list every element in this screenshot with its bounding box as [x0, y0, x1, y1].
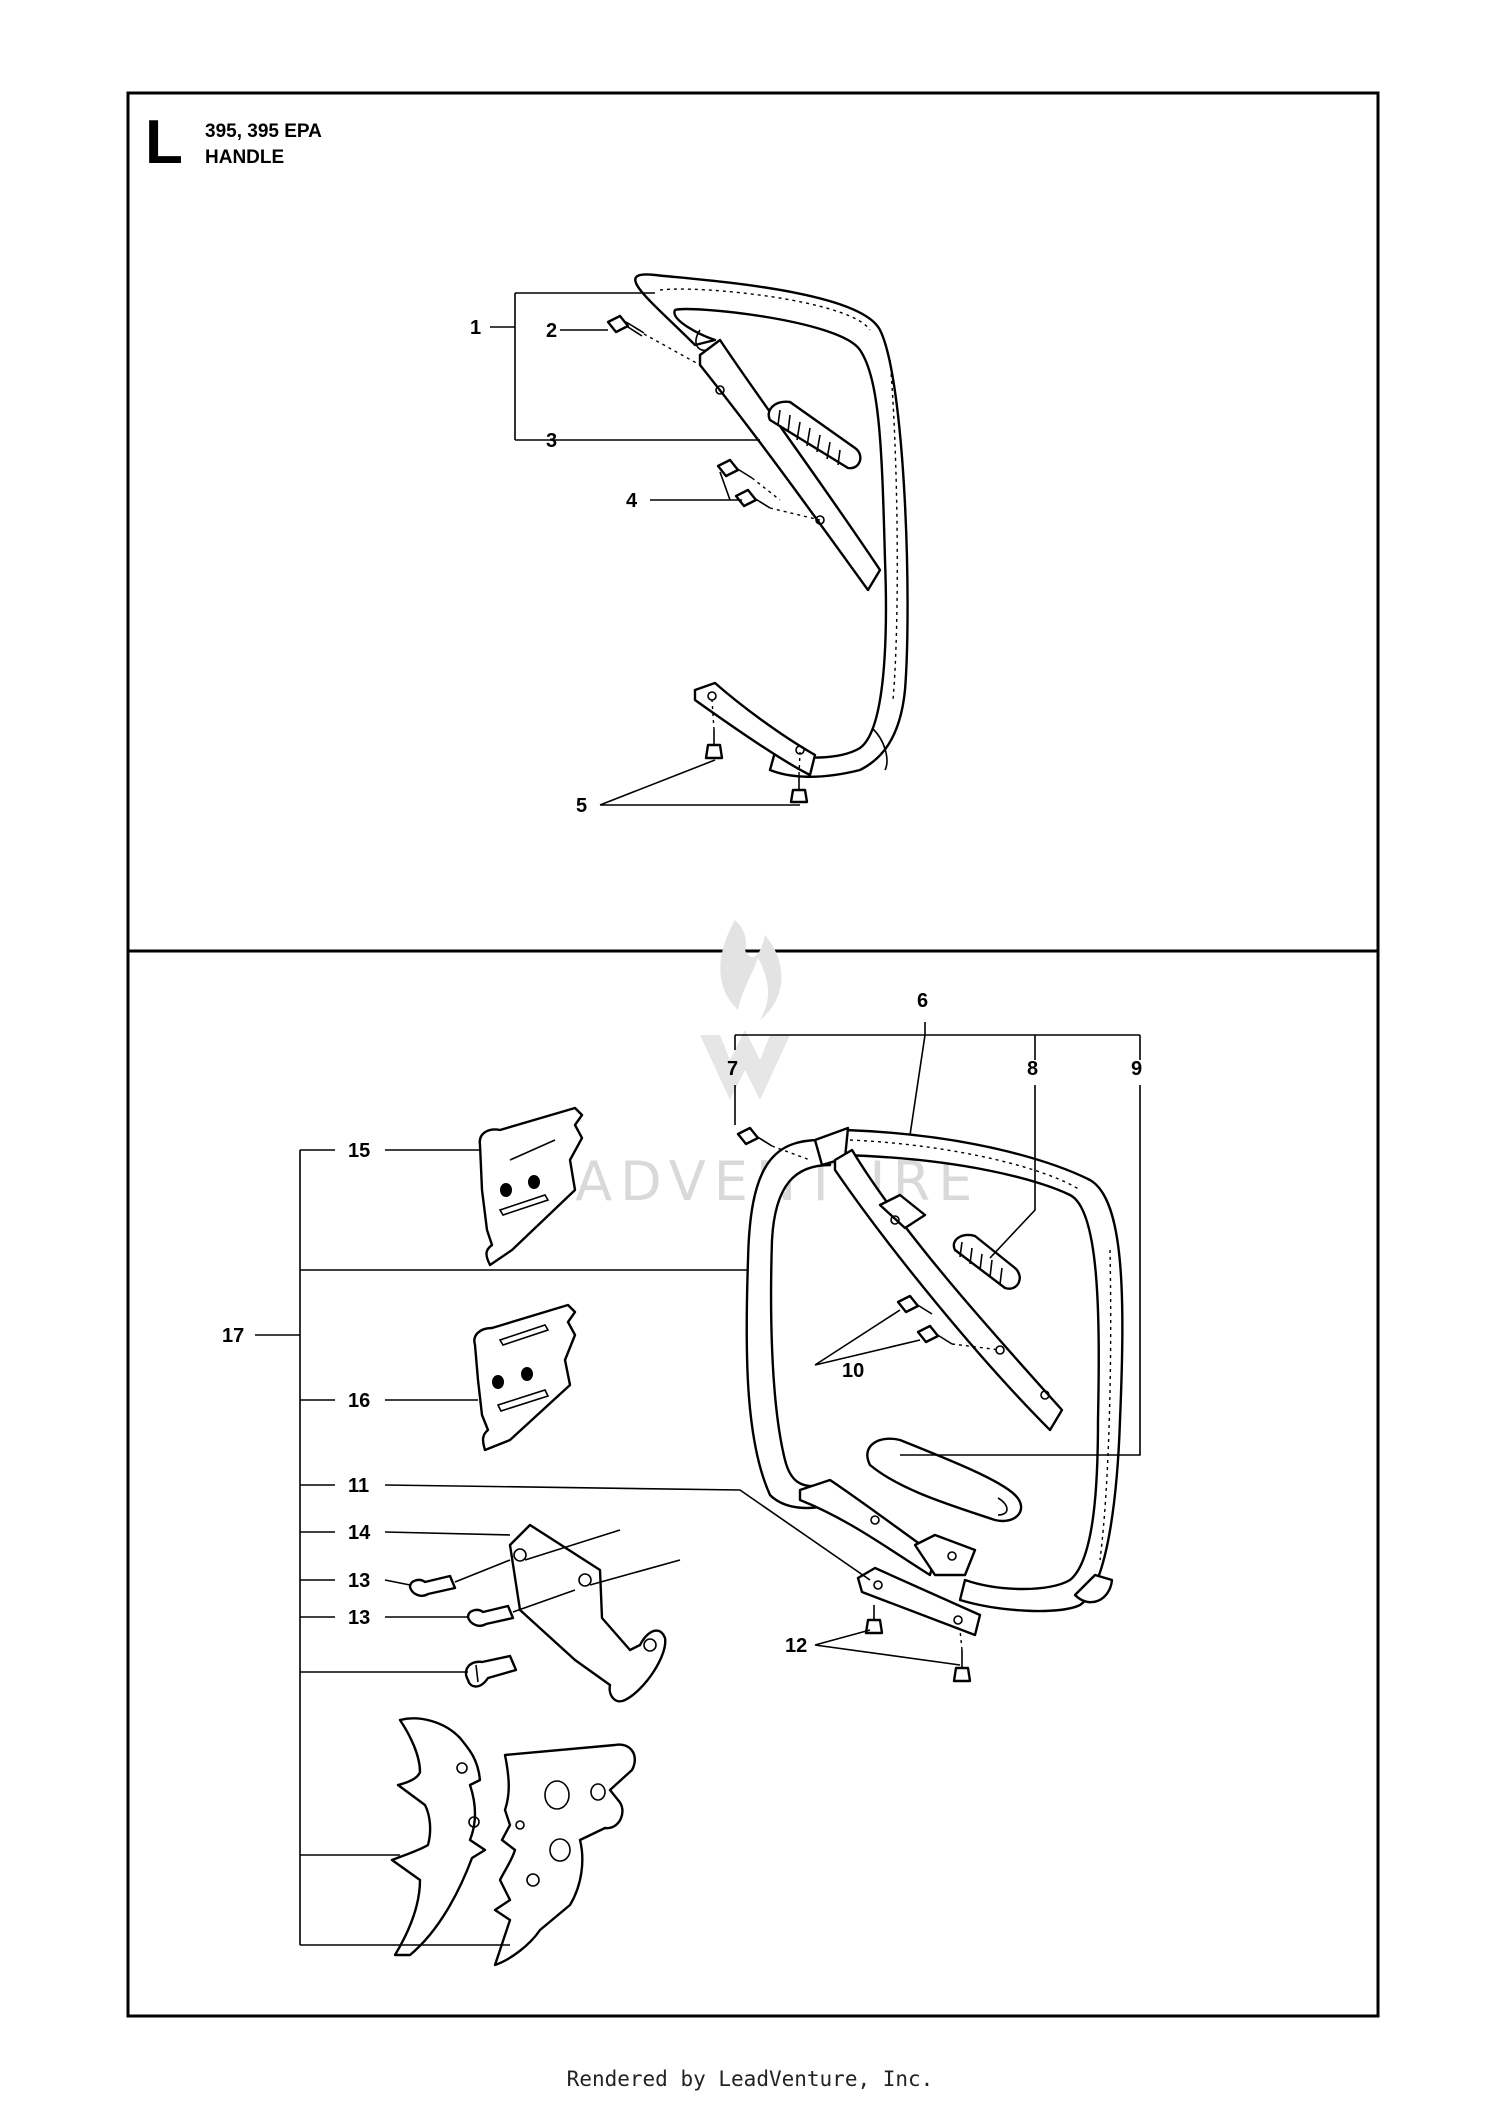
bracket-14 — [508, 1523, 681, 1703]
bottom-panel-frame — [126, 949, 1380, 2018]
bottom-clamp-plate — [856, 1566, 982, 1637]
bar-plate-15 — [478, 1106, 584, 1267]
callout-7: 7 — [727, 1058, 738, 1080]
section-letter: L — [145, 108, 183, 177]
callout-3: 3 — [546, 430, 557, 452]
top-leaders — [490, 292, 800, 806]
top-screw-2 — [606, 314, 701, 366]
bottom-screw-10b — [916, 1324, 1001, 1351]
spike-left — [390, 1717, 487, 1957]
callout-13-upper: 13 — [348, 1570, 370, 1592]
callout-6: 6 — [917, 990, 928, 1012]
callout-10: 10 — [842, 1360, 864, 1382]
callout-8: 8 — [1027, 1058, 1038, 1080]
callout-2: 2 — [546, 320, 557, 342]
top-handle-bar — [634, 273, 909, 778]
screw-spike — [464, 1654, 518, 1688]
bottom-leaders-right — [734, 1022, 1141, 1666]
bottom-rubber-buffer — [952, 1233, 1021, 1290]
callout-12: 12 — [785, 1635, 807, 1657]
section-title: HANDLE — [205, 147, 284, 168]
top-screw-5a — [704, 699, 724, 760]
bottom-screw-7 — [736, 1126, 811, 1161]
screw-13b — [466, 1589, 576, 1627]
footer-credit: Rendered by LeadVenture, Inc. — [567, 2067, 934, 2091]
section-model: 395, 395 EPA — [205, 121, 322, 142]
bottom-screw-12a — [864, 1605, 884, 1635]
bottom-screw-10a — [896, 1294, 933, 1315]
callout-11: 11 — [348, 1475, 369, 1497]
bottom-grip-sleeve — [866, 1437, 1023, 1523]
callout-16: 16 — [348, 1390, 370, 1412]
bottom-screw-12b — [952, 1629, 972, 1683]
callout-5: 5 — [576, 795, 587, 817]
callout-14: 14 — [348, 1522, 371, 1544]
spike-right — [493, 1743, 637, 1967]
top-rubber-buffer — [767, 400, 862, 470]
top-handle-brace — [698, 338, 882, 592]
bar-plate-16 — [473, 1303, 577, 1452]
bottom-handle-brace — [833, 1148, 1064, 1432]
callout-1: 1 — [470, 317, 481, 339]
bottom-lower-strap — [798, 1478, 977, 1577]
top-screw-5b — [789, 751, 809, 804]
bottom-handle-bar — [745, 1126, 1124, 1613]
top-screw-4a — [716, 458, 781, 501]
callout-17: 17 — [222, 1325, 244, 1347]
top-panel-frame — [126, 91, 1380, 953]
callout-15: 15 — [348, 1140, 370, 1162]
bottom-leaders-left — [255, 1149, 871, 1946]
callout-9: 9 — [1131, 1058, 1142, 1080]
callout-13-lower: 13 — [348, 1607, 370, 1629]
callout-4: 4 — [626, 490, 638, 512]
top-screw-4b — [734, 488, 821, 521]
screw-13a — [408, 1559, 511, 1597]
